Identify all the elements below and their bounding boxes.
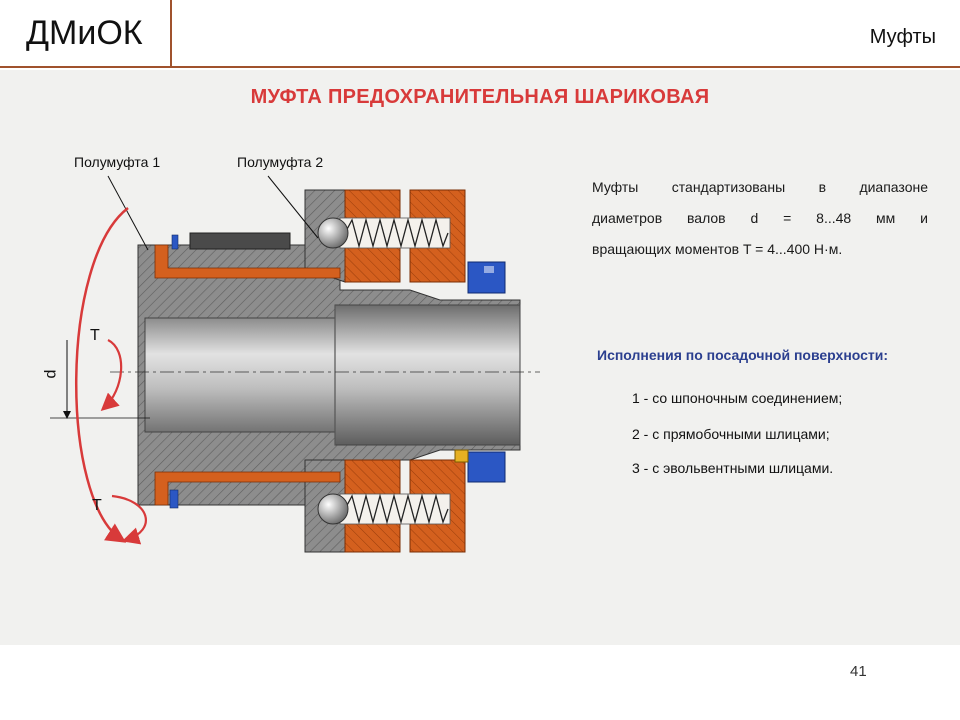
variant-item-3: 3 - с эвольвентными шлицами. bbox=[632, 460, 834, 476]
torque-arrow-large bbox=[75, 207, 129, 543]
description-line-1: Муфты стандартизованы в диапазоне bbox=[592, 179, 928, 195]
brand-divider bbox=[170, 0, 172, 66]
description: Муфты стандартизованы в диапазоне диамет… bbox=[592, 172, 928, 265]
variant-item-2: 2 - с прямобочными шлицами; bbox=[632, 426, 830, 442]
label-half-coupling-2: Полумуфта 2 bbox=[237, 154, 324, 170]
page-number: 41 bbox=[850, 663, 867, 680]
variants-title: Исполнения по посадочной поверхности: bbox=[597, 347, 889, 363]
ball-upper bbox=[317, 217, 349, 249]
variant-item-1: 1 - со шпоночным соединением; bbox=[632, 390, 843, 406]
label-diameter: d bbox=[42, 369, 60, 379]
brand-title: ДМиОК bbox=[26, 14, 143, 52]
spring-lower bbox=[344, 493, 449, 525]
torque-arrow-upper bbox=[100, 339, 123, 411]
label-torque-lower: T bbox=[92, 497, 102, 514]
header-divider bbox=[0, 66, 960, 68]
ball-lower bbox=[317, 493, 349, 525]
bore bbox=[144, 304, 521, 446]
description-line-2: диаметров валов d = 8...48 мм и bbox=[592, 210, 928, 226]
orange-sleeve-upper bbox=[154, 244, 341, 279]
nut-upper bbox=[467, 261, 506, 294]
nut-lower bbox=[467, 451, 506, 483]
key-slot bbox=[189, 232, 291, 250]
label-half-coupling-1: Полумуфта 1 bbox=[74, 154, 161, 170]
slide-title: МУФТА ПРЕДОХРАНИТЕЛЬНАЯ ШАРИКОВАЯ bbox=[250, 86, 710, 108]
label-torque-upper: T bbox=[90, 327, 100, 344]
description-line-3: вращающих моментов T = 4...400 Н·м. bbox=[592, 241, 843, 257]
header-brand: ДМиОК bbox=[0, 0, 172, 66]
spring-upper bbox=[344, 217, 449, 249]
topic-title: Муфты bbox=[869, 26, 936, 48]
orange-sleeve-lower bbox=[154, 471, 341, 506]
torque-arrow-lower bbox=[111, 494, 147, 545]
